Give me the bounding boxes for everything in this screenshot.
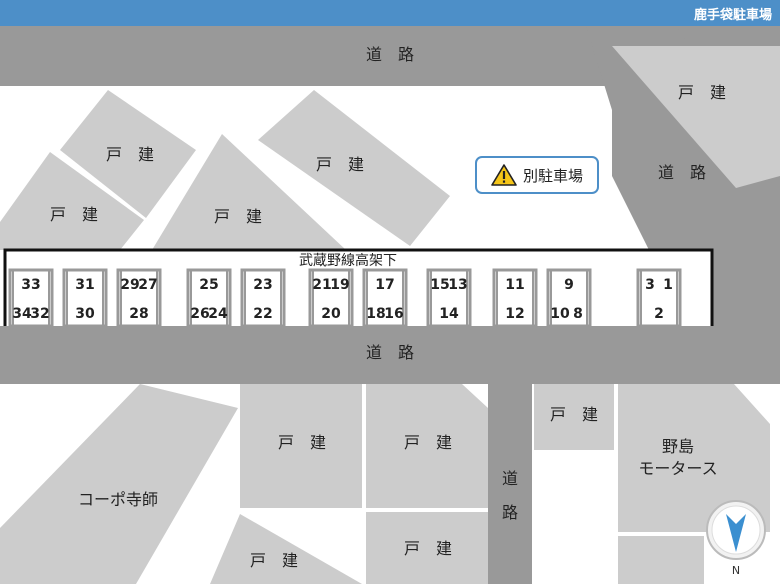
building-house-s-5 bbox=[534, 384, 614, 450]
header-title: 鹿手袋駐車場 bbox=[693, 8, 772, 23]
parking-space-number: 15 bbox=[430, 277, 449, 293]
building-house-nw-1 bbox=[60, 90, 196, 218]
parking-space-number: 8 bbox=[573, 306, 583, 322]
parking-space-number: 18 bbox=[366, 306, 385, 322]
corpo-label: コーポ寺師 bbox=[78, 490, 158, 509]
parking-space-number: 10 bbox=[550, 306, 570, 322]
header-bar: 鹿手袋駐車場 bbox=[0, 0, 780, 26]
house-s-5-label: 戸 建 bbox=[550, 405, 598, 424]
house-s-4-label: 戸 建 bbox=[404, 539, 452, 558]
parking-space-number: 25 bbox=[199, 277, 218, 293]
parking-space-number: 13 bbox=[448, 277, 467, 293]
building-house-s-2 bbox=[366, 384, 488, 508]
building-house-center bbox=[152, 134, 346, 250]
house-top-right-label: 戸 建 bbox=[678, 83, 726, 102]
parking-stall-group bbox=[492, 268, 538, 328]
building-house-n-center bbox=[258, 90, 450, 246]
parking-space-number: 17 bbox=[375, 277, 394, 293]
other-parking-label: 別駐車場 bbox=[522, 166, 583, 185]
parking-space-number: 30 bbox=[75, 306, 95, 322]
parking-space-number: 14 bbox=[439, 306, 459, 322]
parking-space-number: 3 bbox=[645, 277, 655, 293]
parking-stall-group bbox=[426, 268, 472, 328]
road-vertical-label-1: 道 bbox=[502, 469, 518, 488]
parking-space-number: 1 bbox=[663, 277, 673, 293]
parking-stall-group bbox=[62, 268, 108, 328]
road-right-label: 道 路 bbox=[658, 163, 706, 182]
building-corpo bbox=[0, 384, 238, 584]
compass-north-label: N bbox=[732, 564, 740, 577]
parking-stall-group bbox=[546, 268, 592, 328]
parking-space-number: 12 bbox=[505, 306, 524, 322]
parking-space-number: 9 bbox=[564, 277, 574, 293]
parking-space-number: 28 bbox=[129, 306, 148, 322]
parking-space-number: 20 bbox=[321, 306, 341, 322]
parking-space-number: 29 bbox=[120, 277, 139, 293]
house-nw-1-label: 戸 建 bbox=[106, 145, 154, 164]
house-n-center-label: 戸 建 bbox=[316, 155, 364, 174]
building-house-s-1 bbox=[240, 384, 362, 508]
house-s-3-label: 戸 建 bbox=[250, 551, 298, 570]
parking-stall-group bbox=[636, 268, 682, 328]
parking-space-number: 33 bbox=[21, 277, 40, 293]
parking-space-number: 34 bbox=[12, 306, 32, 322]
parking-stall-group bbox=[362, 268, 408, 328]
road-vertical bbox=[488, 384, 532, 584]
building-house-nw-2 bbox=[0, 152, 144, 250]
house-center-label: 戸 建 bbox=[214, 207, 262, 226]
building-house-top-right bbox=[612, 46, 780, 188]
parking-stalls: 3334323130292728252624232221192017181615… bbox=[8, 268, 682, 328]
warning-icon bbox=[491, 164, 517, 186]
parking-area: 3334323130292728252624232221192017181615… bbox=[3, 248, 714, 328]
parking-stall-group bbox=[116, 268, 162, 328]
house-s-1-label: 戸 建 bbox=[278, 433, 326, 452]
parking-space-number: 11 bbox=[505, 277, 524, 293]
parking-space-number: 23 bbox=[253, 277, 272, 293]
house-nw-2-label: 戸 建 bbox=[50, 205, 98, 224]
parking-space-number: 19 bbox=[330, 277, 349, 293]
parking-area-label: 武蔵野線高架下 bbox=[299, 252, 397, 269]
building-motors bbox=[618, 384, 770, 532]
parking-space-number: 27 bbox=[138, 277, 157, 293]
motors-label-line1: 野島 bbox=[662, 437, 694, 456]
road-main bbox=[0, 326, 780, 384]
parking-space-number: 26 bbox=[190, 306, 209, 322]
parking-space-number: 21 bbox=[312, 277, 331, 293]
parking-space-number: 22 bbox=[253, 306, 272, 322]
parking-stall-group bbox=[8, 268, 54, 328]
parking-stall-group bbox=[186, 268, 232, 328]
parking-space-number: 32 bbox=[30, 306, 49, 322]
compass-icon: N bbox=[706, 500, 766, 577]
parking-stall-group bbox=[308, 268, 354, 328]
other-parking-button[interactable]: 別駐車場 bbox=[475, 156, 599, 194]
road-top-label: 道 路 bbox=[366, 45, 414, 64]
parking-stall-group bbox=[240, 268, 286, 328]
road-main-label: 道 路 bbox=[366, 343, 414, 362]
parking-space-number: 2 bbox=[654, 306, 664, 322]
road-vertical-label-2: 路 bbox=[502, 503, 518, 522]
motors-label-line2: モータース bbox=[638, 459, 717, 478]
building-house-s-3 bbox=[210, 514, 362, 584]
parking-space-number: 31 bbox=[75, 277, 94, 293]
building-bottom-right bbox=[618, 536, 704, 584]
building-house-s-4 bbox=[366, 512, 488, 584]
compass-needle bbox=[726, 514, 746, 552]
parking-space-number: 24 bbox=[208, 306, 228, 322]
parking-space-number: 16 bbox=[384, 306, 403, 322]
house-s-2-label: 戸 建 bbox=[404, 433, 452, 452]
